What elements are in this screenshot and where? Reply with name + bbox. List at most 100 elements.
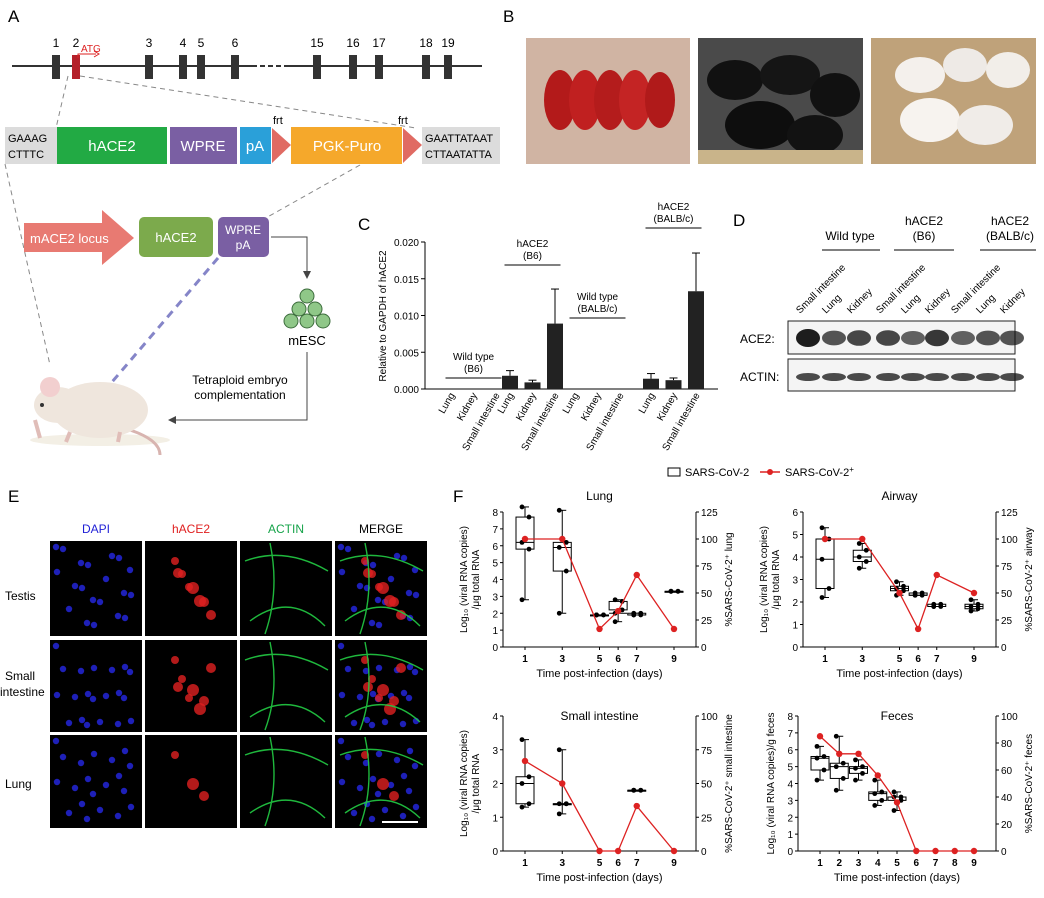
panel-label-a: A xyxy=(8,7,20,26)
x-tick-label: 1 xyxy=(522,858,528,869)
data-point xyxy=(853,777,858,783)
y2-tick-label: 50 xyxy=(701,589,713,600)
micro-actin-signal xyxy=(339,542,424,635)
micro-nucleus xyxy=(90,664,98,672)
micro-nucleus xyxy=(120,589,128,597)
micro-nucleus xyxy=(90,750,98,758)
panel-c-group-label: (BALB/c) xyxy=(577,304,617,315)
panel-c-ytick-label: 0.020 xyxy=(394,238,419,249)
micro-hace2-signal xyxy=(187,684,199,696)
positive-rate-point xyxy=(614,847,622,855)
micro-nucleus xyxy=(84,775,92,783)
data-point xyxy=(879,789,885,795)
data-point xyxy=(853,757,858,763)
box xyxy=(829,762,849,779)
micro-nucleus xyxy=(83,815,91,823)
positive-rate-point xyxy=(633,802,640,810)
box xyxy=(852,549,872,562)
wb-group-wildtype: Wild type xyxy=(825,229,875,243)
y2-tick-label: 60 xyxy=(1001,766,1013,777)
panel-c-ytick-label: 0.015 xyxy=(394,275,419,286)
micro-nucleus xyxy=(127,717,135,725)
micro-col-label: ACTIN xyxy=(268,522,304,536)
exon-18 xyxy=(422,55,430,79)
micro-tile xyxy=(50,541,142,636)
micro-hace2-signal xyxy=(375,583,383,591)
micro-nucleus xyxy=(77,759,85,767)
mouse-illustration xyxy=(30,377,170,456)
micro-nucleus xyxy=(405,694,413,702)
data-point xyxy=(819,525,825,531)
right-seq-top: GAATTATAAT xyxy=(425,133,493,145)
exon-16 xyxy=(349,55,357,79)
x-tick-label: 2 xyxy=(836,858,842,869)
wpre-box-label: WPRE xyxy=(225,223,261,237)
micro-nucleus xyxy=(78,584,86,592)
micro-nucleus xyxy=(77,559,85,567)
data-point xyxy=(526,546,532,552)
x-tick-label: 9 xyxy=(671,654,677,665)
micro-hace2-signal xyxy=(199,791,209,801)
micro-hace2-signal xyxy=(173,568,183,578)
micro-nucleus xyxy=(344,545,352,553)
micro-nucleus xyxy=(412,591,420,599)
micro-hace2-signal xyxy=(396,663,406,673)
micro-nucleus xyxy=(337,737,345,745)
micro-col-label: hACE2 xyxy=(172,522,210,536)
left-seq-top: GAAAG xyxy=(8,133,47,145)
micro-hace2-signal xyxy=(206,610,216,620)
micro-nucleus xyxy=(96,598,104,606)
y-tick-label: 0 xyxy=(492,643,498,654)
micro-nucleus xyxy=(115,772,123,780)
data-point xyxy=(526,514,532,520)
micro-nucleus xyxy=(52,543,60,551)
data-point xyxy=(814,755,820,761)
wb-band-ace2 xyxy=(876,330,900,346)
positive-rate-point xyxy=(874,772,881,779)
wb-lane-label: Kidney xyxy=(998,287,1027,316)
y-tick-label: 0 xyxy=(792,643,798,654)
micro-nucleus xyxy=(344,665,352,673)
box xyxy=(515,516,535,550)
micro-nucleus xyxy=(77,667,85,675)
data-point xyxy=(863,559,869,564)
y-axis-label-2: /μg total RNA xyxy=(471,549,482,609)
micro-hace2-signal xyxy=(171,751,179,759)
micro-nucleus xyxy=(399,720,407,728)
data-point xyxy=(821,754,827,759)
plot-title: Feces xyxy=(881,709,914,723)
micro-nucleus xyxy=(399,812,407,820)
wb-band-ace2 xyxy=(976,330,1000,346)
micro-nucleus xyxy=(83,721,91,729)
positive-rate-point xyxy=(633,571,640,579)
micro-nucleus xyxy=(90,621,98,629)
micro-nucleus xyxy=(71,784,79,792)
wb-band-ace2 xyxy=(822,330,846,346)
exon-label-15: 15 xyxy=(310,36,324,50)
panel-c-group-label: Wild type xyxy=(453,352,495,363)
data-point xyxy=(819,595,825,600)
micro-actin-signal xyxy=(339,641,424,731)
micro-nucleus xyxy=(400,689,408,697)
micro-nucleus xyxy=(65,719,73,727)
micro-hace2-signal xyxy=(171,557,179,565)
micro-nucleus xyxy=(338,778,346,786)
y-tick-label: 6 xyxy=(787,746,793,757)
positive-rate-line xyxy=(525,538,675,631)
atg-label: ATG xyxy=(81,44,101,55)
y-tick-label: 3 xyxy=(492,592,498,603)
y-tick-label: 0 xyxy=(492,847,498,858)
micro-tile xyxy=(50,640,142,732)
micro-nucleus xyxy=(96,806,104,814)
micro-nucleus xyxy=(120,787,128,795)
data-point xyxy=(856,565,862,571)
micro-nucleus xyxy=(121,614,129,622)
micro-nucleus xyxy=(356,582,364,590)
wb-band-ace2 xyxy=(1000,330,1024,346)
x-tick-label: 9 xyxy=(671,858,677,869)
micro-nucleus xyxy=(400,772,408,780)
y-tick-label: 8 xyxy=(492,508,498,519)
micro-nucleus xyxy=(387,781,395,789)
data-point xyxy=(519,597,525,603)
